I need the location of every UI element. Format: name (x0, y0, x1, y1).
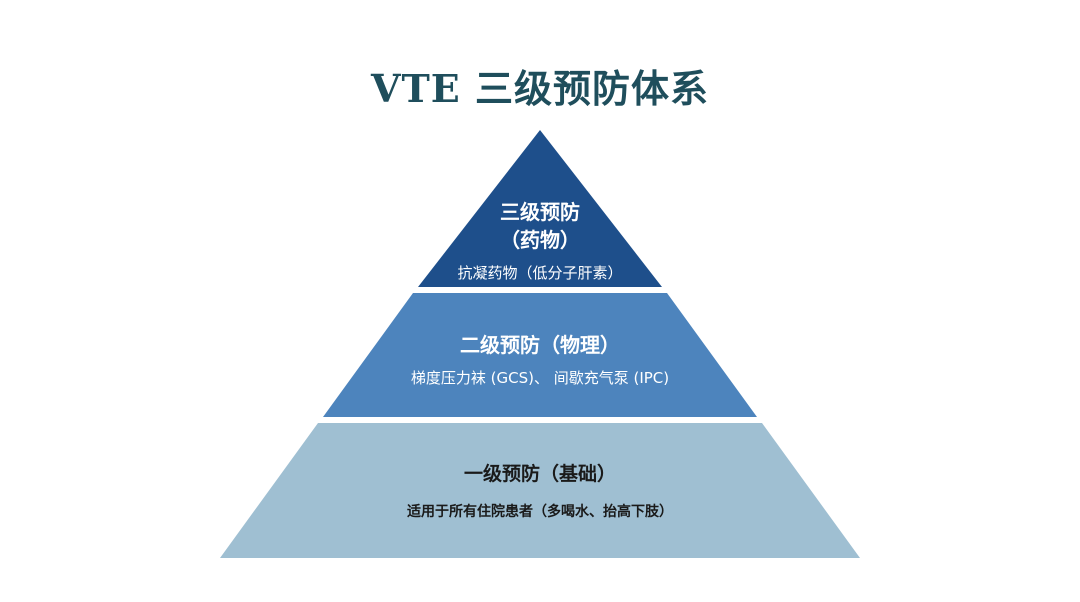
tier-3-heading-line1: 三级预防 (500, 200, 580, 224)
tier-2-shape (323, 293, 757, 417)
tier-1-shape (220, 423, 860, 558)
page-title: VTE 三级预防体系 (371, 66, 709, 111)
tier-2-detail: 梯度压力袜 (GCS)、 间歇充气泵 (IPC) (411, 369, 669, 387)
tier-2-heading: 二级预防（物理） (460, 333, 620, 357)
tier-3-detail: 抗凝药物（低分子肝素） (457, 264, 622, 282)
tier-1-detail: 适用于所有住院患者（多喝水、抬高下肢） (407, 503, 673, 520)
tier-3-shape (418, 130, 662, 287)
tier-3-heading-line2: （药物） (500, 228, 580, 252)
tier-1-heading: 一级预防（基础） (464, 462, 616, 485)
